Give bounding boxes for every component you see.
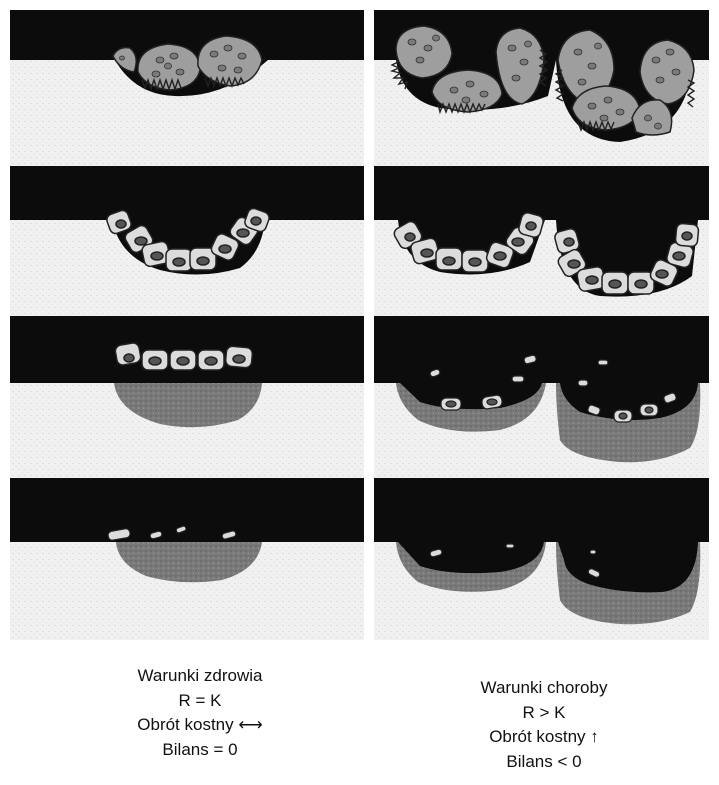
caption-health-title: Warunki zdrowia: [50, 664, 350, 689]
caption-disease-ratio: R > K: [394, 701, 694, 726]
caption-health-balance: Bilans = 0: [50, 738, 350, 763]
caption-health-ratio: R = K: [50, 689, 350, 714]
caption-disease-balance: Bilans < 0: [394, 750, 694, 775]
caption-health: Warunki zdrowia R = K Obrót kostny ⟷ Bil…: [50, 664, 350, 762]
caption-disease-turnover: Obrót kostny ↑: [394, 725, 694, 750]
caption-disease: Warunki choroby R > K Obrót kostny ↑ Bil…: [394, 676, 694, 774]
row-completion: [10, 525, 709, 640]
bone-remodeling-diagram: [0, 0, 719, 650]
caption-disease-title: Warunki choroby: [394, 676, 694, 701]
caption-health-turnover: Obrót kostny ⟷: [50, 713, 350, 738]
